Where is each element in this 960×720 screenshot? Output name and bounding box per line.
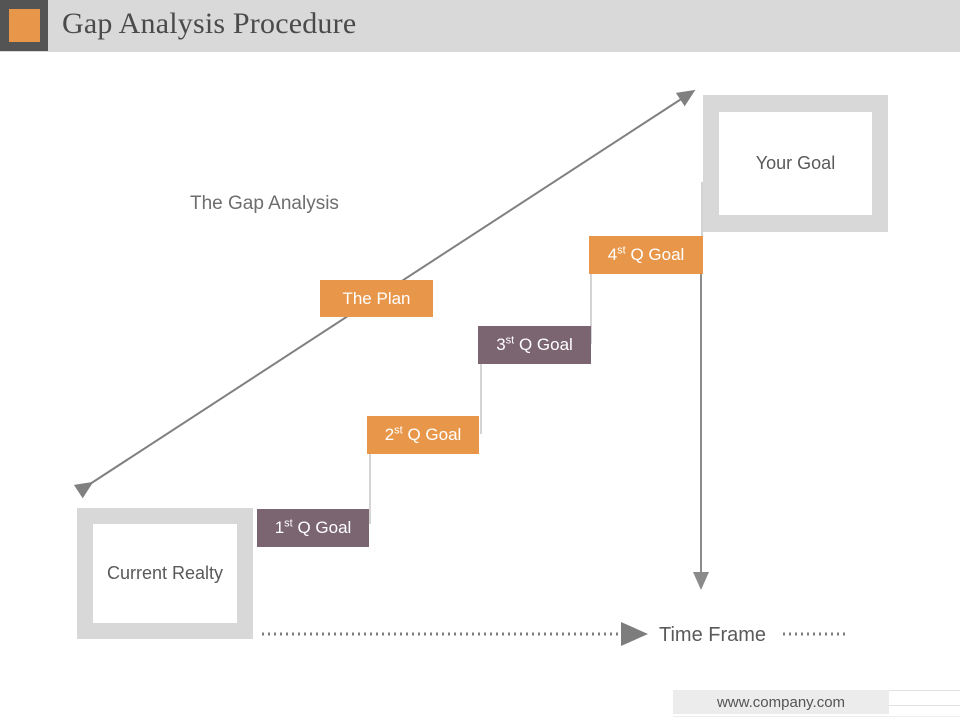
step-connector-2 bbox=[480, 362, 482, 434]
the-plan-box[interactable]: The Plan bbox=[320, 280, 433, 317]
step-label-2: 2st Q Goal bbox=[384, 424, 462, 444]
footer-url-box[interactable]: www.company.com bbox=[673, 690, 889, 714]
logo-block bbox=[0, 0, 48, 51]
step-label-3: 3st Q Goal bbox=[496, 334, 573, 354]
orange-square-logo-icon bbox=[9, 9, 40, 42]
step-label-1: 1st Q Goal bbox=[274, 517, 352, 537]
footer-rule-bottom bbox=[673, 716, 960, 717]
your-goal-label: Your Goal bbox=[755, 153, 836, 173]
step-box-2[interactable]: 2st Q Goal bbox=[367, 416, 479, 454]
step-box-1[interactable]: 1st Q Goal bbox=[257, 509, 369, 547]
current-realty-label: Current Realty bbox=[106, 563, 224, 583]
step-label-4: 4st Q Goal bbox=[607, 244, 685, 264]
current-realty-inner: Current Realty bbox=[93, 524, 237, 623]
step-box-4[interactable]: 4st Q Goal bbox=[589, 236, 703, 274]
footer-rule-middle bbox=[889, 705, 960, 706]
gap-analysis-label: The Gap Analysis bbox=[190, 193, 339, 214]
step-connector-1 bbox=[369, 452, 371, 524]
footer-rule-top bbox=[889, 690, 960, 691]
header-bar bbox=[0, 0, 960, 52]
step-box-3[interactable]: 3st Q Goal bbox=[478, 326, 591, 364]
footer-url-text: www.company.com bbox=[716, 693, 846, 711]
your-goal-inner: Your Goal bbox=[719, 112, 872, 215]
step-connector-3 bbox=[590, 272, 592, 344]
current-realty-box[interactable]: Current Realty bbox=[77, 508, 253, 639]
step-connector-4 bbox=[701, 182, 703, 254]
page-title: Gap Analysis Procedure bbox=[62, 7, 357, 40]
the-plan-label: The Plan bbox=[342, 288, 411, 308]
your-goal-box[interactable]: Your Goal bbox=[703, 95, 888, 232]
time-frame-label: Time Frame bbox=[659, 624, 767, 646]
